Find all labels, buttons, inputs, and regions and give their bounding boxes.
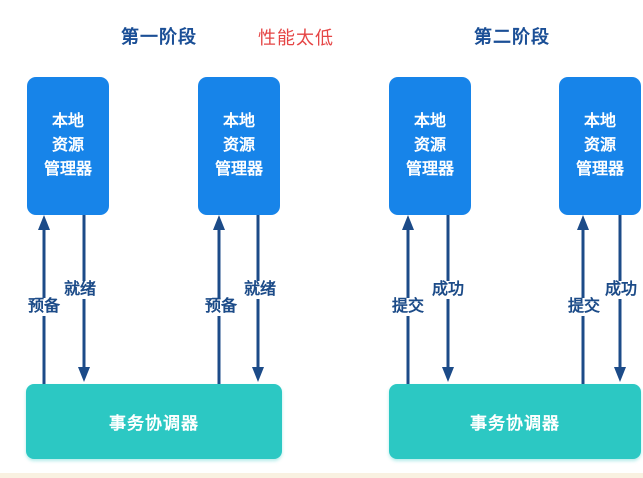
arrow-label-success-2: 成功 xyxy=(602,281,640,299)
arrow-down-ready-1 xyxy=(77,215,91,384)
rm-label-line: 管理器 xyxy=(405,161,454,178)
phase1-title: 第一阶段 xyxy=(121,27,197,47)
resource-manager-box-1: 本地 资源 管理器 xyxy=(27,77,109,215)
arrow-label-ready-2: 就绪 xyxy=(241,281,279,299)
arrow-label-commit-1: 提交 xyxy=(389,298,427,316)
arrow-label-commit-2: 提交 xyxy=(565,298,603,316)
bottom-divider-bar xyxy=(0,473,643,478)
arrow-label-prepare-2: 预备 xyxy=(202,298,240,316)
arrowhead-up-icon xyxy=(402,215,414,230)
coordinator-box-1: 事务协调器 xyxy=(26,384,282,459)
arrow-label-success-1: 成功 xyxy=(429,281,467,299)
rm-label-line: 资源 xyxy=(583,137,616,154)
phase2-title: 第二阶段 xyxy=(474,27,550,47)
coordinator-box-2: 事务协调器 xyxy=(389,384,641,459)
arrowhead-up-icon xyxy=(213,215,225,230)
resource-manager-box-3: 本地 资源 管理器 xyxy=(389,77,471,215)
rm-label-line: 资源 xyxy=(51,137,84,154)
coordinator-label: 事务协调器 xyxy=(470,414,560,433)
resource-manager-box-2: 本地 资源 管理器 xyxy=(198,77,280,215)
arrowhead-down-icon xyxy=(78,367,90,382)
rm-label-line: 管理器 xyxy=(43,161,92,178)
arrowhead-up-icon xyxy=(577,215,589,230)
rm-label-line: 管理器 xyxy=(575,161,624,178)
arrow-label-prepare-1: 预备 xyxy=(25,298,63,316)
arrow-down-ready-2 xyxy=(251,215,265,384)
coordinator-label: 事务协调器 xyxy=(109,414,199,433)
resource-manager-box-4: 本地 资源 管理器 xyxy=(559,77,641,215)
rm-label-line: 资源 xyxy=(413,137,446,154)
rm-label-line: 资源 xyxy=(222,137,255,154)
rm-label-line: 本地 xyxy=(583,113,616,130)
arrowhead-down-icon xyxy=(614,367,626,382)
arrow-down-success-1 xyxy=(441,215,455,384)
rm-label-line: 本地 xyxy=(413,113,446,130)
rm-label-line: 管理器 xyxy=(214,161,263,178)
arrowhead-down-icon xyxy=(442,367,454,382)
arrow-label-ready-1: 就绪 xyxy=(61,281,99,299)
rm-label-line: 本地 xyxy=(51,113,84,130)
performance-annotation: 性能太低 xyxy=(258,28,334,48)
arrowhead-down-icon xyxy=(252,367,264,382)
rm-label-line: 本地 xyxy=(222,113,255,130)
arrowhead-up-icon xyxy=(38,215,50,230)
arrow-down-success-2 xyxy=(613,215,627,384)
